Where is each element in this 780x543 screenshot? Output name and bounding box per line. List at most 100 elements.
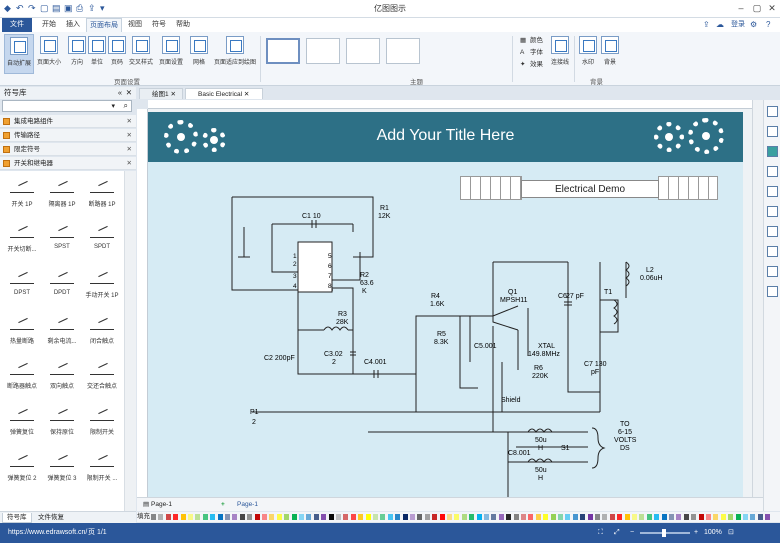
outline-icon[interactable] — [767, 226, 778, 237]
tab-file[interactable]: 文件 — [2, 18, 32, 32]
comment-icon[interactable] — [767, 266, 778, 277]
color-swatch[interactable] — [698, 514, 704, 520]
minimize-icon[interactable]: – — [738, 3, 744, 13]
color-swatch[interactable] — [469, 514, 475, 520]
zoom-slider-handle[interactable] — [662, 529, 666, 537]
color-swatch[interactable] — [432, 514, 438, 520]
color-swatch[interactable] — [321, 514, 327, 520]
close-icon[interactable]: ✕ — [126, 118, 132, 125]
color-swatch[interactable] — [521, 514, 526, 520]
color-swatch[interactable] — [454, 514, 460, 520]
color-swatch[interactable] — [424, 514, 430, 520]
color-swatch[interactable] — [387, 514, 393, 520]
color-swatch[interactable] — [558, 514, 563, 520]
orientation-button[interactable]: 方向 — [62, 34, 92, 74]
color-swatch[interactable] — [336, 514, 341, 520]
symbol-item[interactable]: 开关 1P — [2, 171, 42, 215]
color-swatch[interactable] — [158, 514, 164, 520]
color-swatch[interactable] — [572, 514, 578, 520]
color-swatch[interactable] — [447, 514, 452, 520]
color-swatch[interactable] — [358, 514, 364, 520]
undo-icon[interactable]: ↶ — [16, 3, 24, 13]
color-swatch[interactable] — [765, 514, 771, 520]
symbol-item[interactable]: 限制开关 ... — [82, 445, 122, 489]
tab-symbol-library[interactable]: 符号库 — [2, 513, 32, 523]
color-swatch[interactable] — [713, 514, 719, 520]
close-icon[interactable]: ✕ — [243, 91, 250, 98]
color-swatch[interactable] — [476, 514, 482, 520]
color-swatch[interactable] — [373, 514, 378, 520]
color-swatch[interactable] — [528, 514, 534, 520]
tab-insert[interactable]: 插入 — [66, 21, 80, 28]
category-item[interactable]: 传输路径✕ — [0, 129, 136, 142]
color-swatch[interactable] — [683, 514, 689, 520]
collapse-icon[interactable]: « — [117, 88, 122, 97]
save-icon[interactable]: ▣ — [64, 3, 73, 13]
cloud-icon[interactable]: ☁ — [716, 20, 724, 29]
grid-button[interactable]: 网格 — [184, 34, 214, 74]
page-number-button[interactable]: 页码 — [102, 34, 132, 74]
color-swatch[interactable] — [210, 514, 216, 520]
page-tab-current[interactable]: Page-1 — [237, 501, 258, 508]
symbol-item[interactable]: 弹簧复位 3 — [42, 445, 82, 489]
close-icon[interactable]: ✕ — [768, 3, 776, 13]
close-icon[interactable]: ✕ — [126, 160, 132, 167]
color-swatch[interactable] — [743, 514, 748, 520]
color-swatch[interactable] — [173, 514, 179, 520]
help-icon[interactable] — [767, 286, 778, 297]
color-swatch[interactable] — [550, 514, 556, 520]
color-swatch[interactable] — [350, 514, 356, 520]
page-selector[interactable]: Page-1 — [151, 501, 172, 508]
symbol-item[interactable]: 手动开关 1P — [82, 262, 122, 306]
demo-title-box[interactable]: Electrical Demo — [521, 180, 659, 198]
color-swatch[interactable] — [217, 514, 223, 520]
color-swatch[interactable] — [380, 514, 386, 520]
color-swatch[interactable] — [565, 514, 571, 520]
color-swatch[interactable] — [735, 514, 741, 520]
category-item[interactable]: 开关和继电器✕ — [0, 157, 136, 170]
color-swatch[interactable] — [587, 514, 593, 520]
color-swatch[interactable] — [728, 514, 734, 520]
help-icon[interactable]: ? — [766, 20, 771, 29]
format-icon[interactable] — [767, 106, 778, 117]
color-swatch[interactable] — [609, 514, 615, 520]
symbol-item[interactable]: 限制开关 — [82, 399, 122, 443]
color-swatch[interactable] — [180, 514, 186, 520]
color-swatch[interactable] — [624, 514, 630, 520]
color-swatch[interactable] — [661, 514, 667, 520]
color-swatch[interactable] — [639, 514, 645, 520]
print-icon[interactable]: ⎙ — [76, 3, 84, 13]
vertical-scrollbar[interactable] — [752, 100, 763, 497]
color-swatch[interactable] — [669, 514, 674, 520]
color-swatch[interactable] — [720, 514, 726, 520]
unit-button[interactable]: 单位 — [82, 34, 112, 74]
zoom-in-icon[interactable]: + — [694, 529, 699, 536]
color-swatch[interactable] — [151, 514, 156, 520]
symbol-scrollbar[interactable] — [124, 171, 136, 511]
color-swatch[interactable] — [232, 514, 238, 520]
page-icon[interactable] — [767, 206, 778, 217]
dropdown-icon[interactable]: ▾ — [100, 3, 105, 13]
color-swatch[interactable] — [617, 514, 623, 520]
color-swatch[interactable] — [402, 514, 408, 520]
gear-icon[interactable]: ⚙ — [750, 20, 758, 29]
symbol-item[interactable]: 弹簧复位 2 — [2, 445, 42, 489]
fit-to-drawing-button[interactable]: 页面适应到绘图 — [214, 34, 256, 74]
color-swatch[interactable] — [535, 514, 541, 520]
theme-font-button[interactable]: 字体 — [530, 49, 543, 56]
color-swatch[interactable] — [417, 514, 423, 520]
share-icon[interactable]: ⇪ — [703, 20, 710, 29]
close-icon[interactable]: ✕ — [126, 132, 132, 139]
drawing-canvas[interactable]: Add Your Title Here Electrical Demo — [148, 109, 752, 497]
tab-home[interactable]: 开始 — [42, 21, 56, 28]
color-swatch[interactable] — [165, 514, 171, 520]
color-swatch[interactable] — [513, 514, 519, 520]
close-icon[interactable]: ✕ — [126, 146, 132, 153]
banner-title[interactable]: Add Your Title Here — [376, 127, 515, 144]
symbol-item[interactable]: 弹簧复位 — [2, 399, 42, 443]
fill-icon[interactable] — [767, 146, 778, 157]
color-swatch[interactable] — [461, 514, 467, 520]
color-swatch[interactable] — [491, 514, 497, 520]
connector-button[interactable]: 连接线 — [546, 34, 574, 74]
symbol-item[interactable]: 开关切断... — [2, 216, 42, 260]
